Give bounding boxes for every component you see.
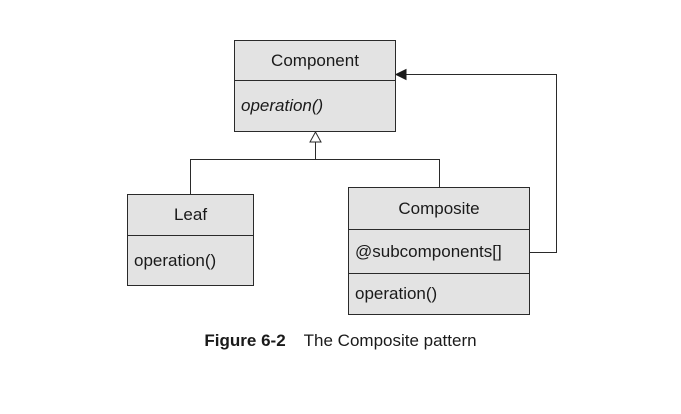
composite-class-name: Composite bbox=[398, 198, 480, 218]
figure-title: The Composite pattern bbox=[303, 331, 477, 350]
figure-label: Figure 6-2 bbox=[204, 331, 286, 350]
composite-class-box: Composite @subcomponents[] operation() bbox=[348, 187, 530, 315]
inheritance-connector bbox=[190, 142, 440, 194]
leaf-class-name: Leaf bbox=[173, 205, 208, 224]
composite-attribute: @subcomponents[] bbox=[349, 229, 529, 273]
composite-operation: operation() bbox=[349, 273, 529, 314]
aggregation-connector bbox=[404, 74, 557, 253]
component-operation: operation() bbox=[235, 80, 395, 131]
leaf-operation: operation() bbox=[128, 235, 253, 285]
generalization-arrow-icon bbox=[309, 130, 322, 143]
component-class-box: Component operation() bbox=[234, 40, 396, 132]
association-arrow-icon bbox=[394, 68, 407, 81]
component-class-name: Component bbox=[271, 50, 359, 70]
figure-caption: Figure 6-2 The Composite pattern bbox=[0, 331, 681, 351]
leaf-class-box: Leaf operation() bbox=[127, 194, 254, 286]
